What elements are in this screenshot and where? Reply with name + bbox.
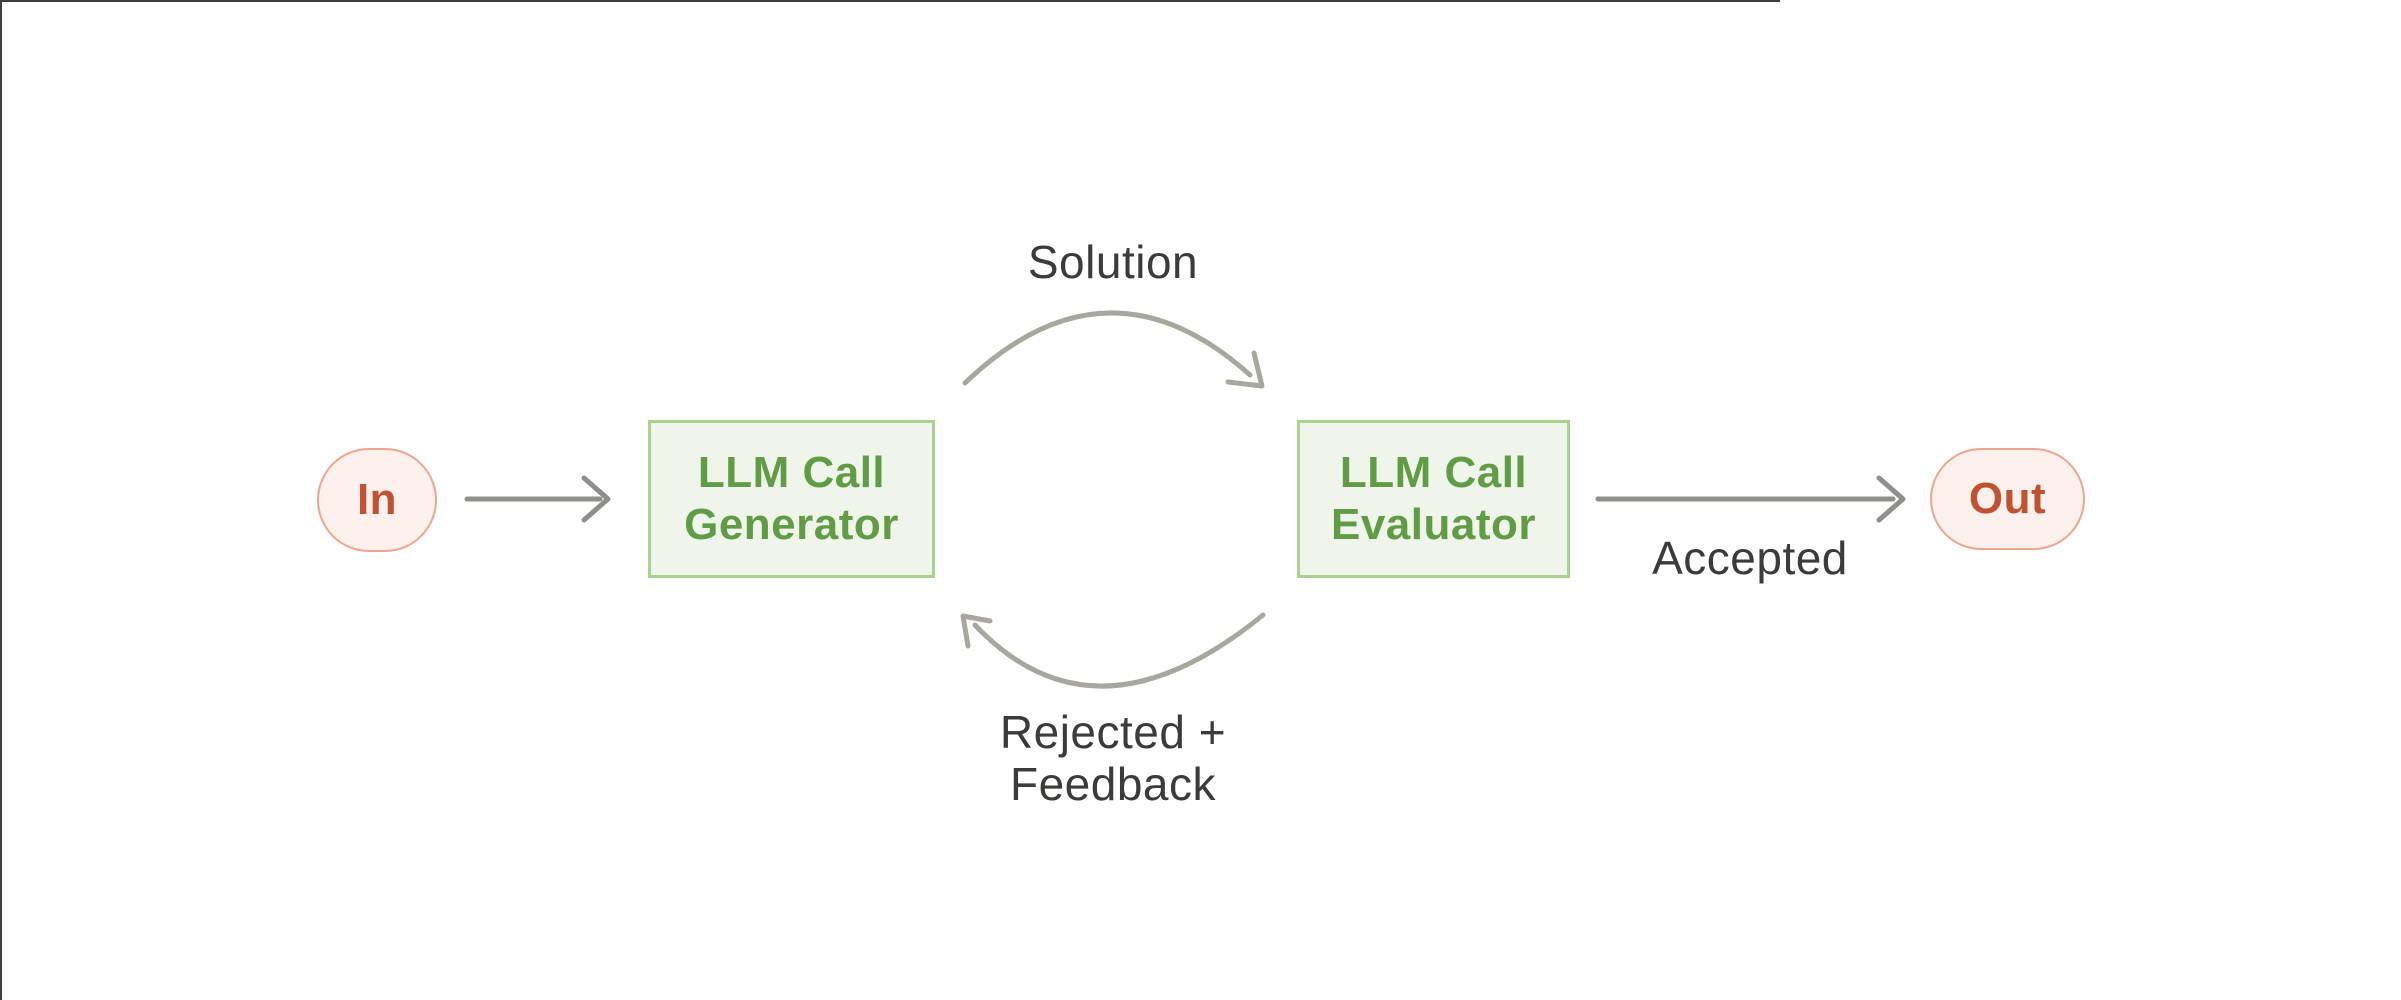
edge-in-to-generator-arrowhead-icon (581, 475, 611, 523)
accepted-edge-label: Accepted (1652, 532, 1848, 584)
evaluator-node-label: LLM Call Evaluator (1330, 448, 1536, 549)
edge-evaluator-to-out-arrowhead-icon (1876, 475, 1906, 523)
input-node-label: In (356, 475, 398, 524)
rejected-feedback-edge-label: Rejected + Feedback (999, 706, 1227, 810)
output-node: Out (1930, 448, 2085, 550)
input-node: In (317, 448, 437, 552)
generator-node: LLM Call Generator (648, 420, 935, 578)
evaluator-node: LLM Call Evaluator (1297, 420, 1570, 578)
edge-evaluator-to-generator-arc (972, 612, 1266, 689)
solution-edge-label: Solution (1027, 236, 1199, 288)
output-node-label: Out (1968, 474, 2047, 523)
edge-evaluator-to-generator-arrowhead-icon (960, 613, 993, 649)
window-top-border (0, 0, 1780, 2)
edge-generator-to-evaluator-arc (962, 310, 1253, 386)
generator-node-label: LLM Call Generator (684, 448, 899, 549)
edge-generator-to-evaluator-arrowhead-icon (1225, 350, 1265, 389)
window-left-border (0, 0, 2, 1000)
